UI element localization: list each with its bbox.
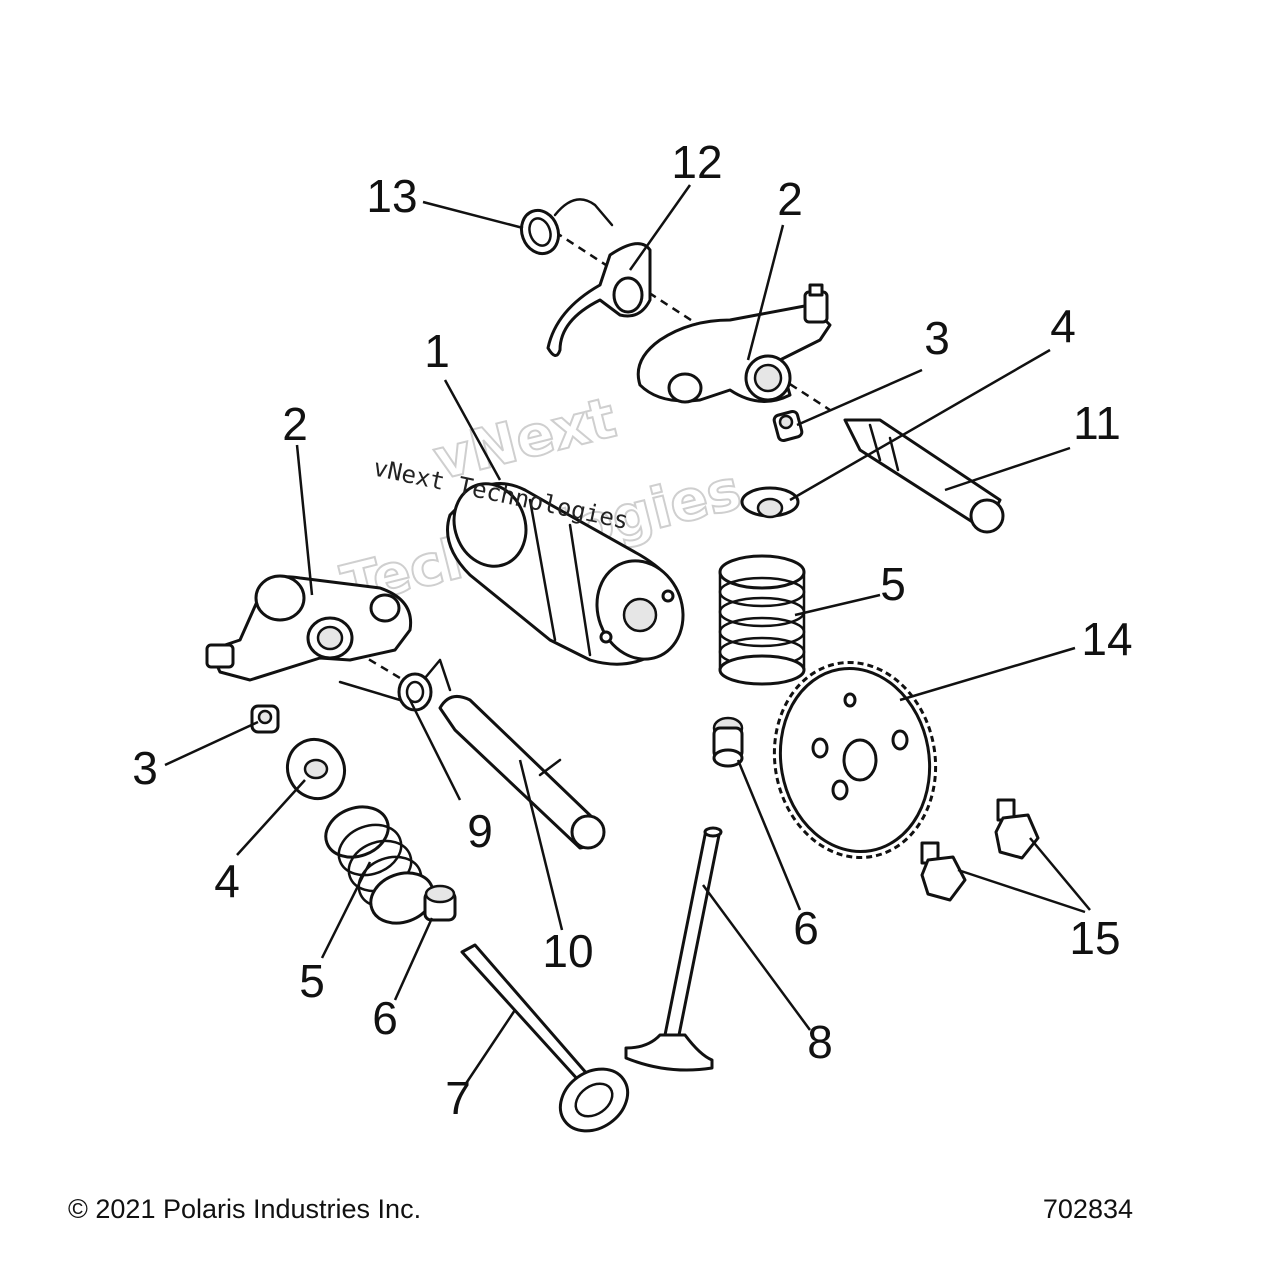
- torsion-spring-part: [338, 658, 452, 712]
- callout-3-upper: 3: [924, 312, 950, 364]
- callout-5-upper: 5: [880, 558, 906, 610]
- callout-7: 7: [445, 1072, 471, 1124]
- camshaft-part: [446, 482, 685, 666]
- valve-spring-lower-part: [324, 805, 435, 925]
- callout-9: 9: [467, 805, 493, 857]
- rocker-arm-lower-part: [205, 574, 413, 682]
- callout-15: 15: [1069, 912, 1120, 964]
- callout-numbers: 1 2 2 3 3 4 4 5 5 6 6 7 8 9 10 11 12 13 …: [132, 136, 1132, 1124]
- rocker-shaft-upper-part: [843, 418, 1005, 534]
- cam-sprocket-part: [772, 660, 938, 860]
- callout-2-lower: 2: [282, 398, 308, 450]
- callout-10: 10: [542, 925, 593, 977]
- callout-11: 11: [1073, 397, 1121, 449]
- valve-seal-upper-part: [712, 716, 744, 768]
- nut-lower-part: [250, 704, 280, 734]
- retainer-upper-part: [740, 486, 800, 519]
- valve-spring-upper-part: [718, 554, 806, 686]
- callout-1: 1: [424, 325, 450, 377]
- nut-upper-part: [772, 409, 804, 443]
- rocker-arm-upper-part: [636, 283, 832, 404]
- valve-seal-lower-part: [423, 884, 457, 922]
- valve-exhaust-part: [624, 826, 723, 1072]
- callout-14: 14: [1081, 613, 1132, 665]
- callout-5-lower: 5: [299, 955, 325, 1007]
- valve-intake-part: [460, 943, 630, 1133]
- rocker-shaft-lower-part: [438, 694, 606, 850]
- figure-number: 702834: [1043, 1194, 1133, 1224]
- callout-8: 8: [807, 1016, 833, 1068]
- callout-3-lower: 3: [132, 742, 158, 794]
- callout-4-upper: 4: [1050, 300, 1076, 352]
- callout-13: 13: [366, 170, 417, 222]
- callout-12: 12: [671, 136, 722, 188]
- callout-6-lower: 6: [372, 992, 398, 1044]
- callout-6-upper: 6: [793, 902, 819, 954]
- copyright-text: © 2021 Polaris Industries Inc.: [68, 1194, 421, 1224]
- bolts-part: [920, 798, 1040, 902]
- callout-2-upper: 2: [777, 173, 803, 225]
- callout-4-lower: 4: [214, 855, 240, 907]
- leader-lines: [164, 184, 1091, 1086]
- spring-clip-part: [519, 198, 614, 256]
- bracket-part: [546, 242, 652, 357]
